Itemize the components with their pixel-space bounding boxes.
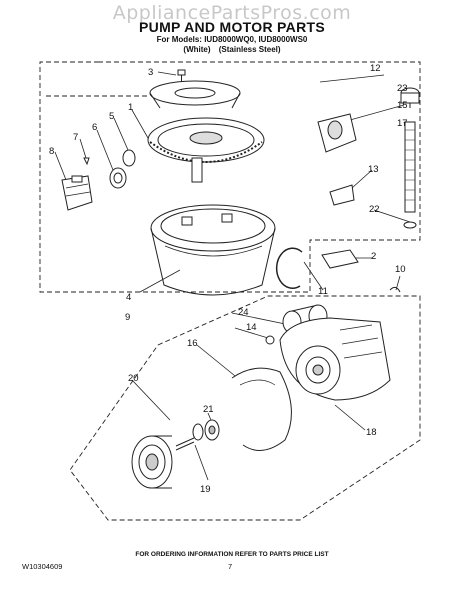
callout-labels: 3 1 5 6 7 8 12 23 15 17 13 22 2 10 11 4 …	[49, 63, 408, 495]
callout-9: 9	[125, 312, 130, 323]
callout-18: 18	[366, 427, 377, 438]
callout-12: 12	[370, 63, 381, 74]
part-hose	[404, 121, 416, 213]
callout-11: 11	[318, 286, 328, 297]
callout-7: 7	[73, 132, 78, 143]
part-bracket	[329, 184, 355, 206]
page-title: PUMP AND MOTOR PARTS	[139, 19, 325, 35]
callout-10: 10	[395, 264, 406, 275]
part-snap-ring	[275, 247, 303, 289]
part-shaft	[175, 437, 195, 451]
part-seal-assembly	[192, 419, 220, 441]
part-drain-pump	[317, 113, 357, 153]
part-sensor	[400, 87, 420, 108]
assembly-outlines	[39, 61, 421, 521]
callout-5: 5	[109, 111, 114, 122]
models-line: For Models: IUD8000WQ0, IUD8000WS0	[156, 35, 308, 44]
callout-23: 23	[397, 83, 408, 94]
part-screw	[177, 69, 186, 82]
variant-white: (White)	[183, 45, 211, 54]
callout-17: 17	[397, 118, 408, 129]
part-hose-clamp	[403, 221, 417, 229]
part-motor	[279, 317, 391, 401]
callout-16: 16	[187, 338, 198, 349]
callout-8: 8	[49, 146, 54, 157]
callout-13: 13	[368, 164, 379, 175]
callout-4: 4	[126, 292, 131, 303]
callout-20: 20	[128, 373, 139, 384]
part-pump-housing	[150, 204, 276, 296]
variant-stainless: (Stainless Steel)	[218, 45, 281, 54]
callout-15: 15	[397, 100, 408, 111]
callout-3: 3	[148, 67, 153, 78]
part-impeller	[131, 435, 173, 489]
document-number: W10304609	[22, 562, 63, 571]
callout-22: 22	[369, 204, 380, 215]
page-number: 7	[228, 562, 233, 571]
callout-2: 2	[371, 251, 376, 262]
part-cover-plate	[321, 249, 359, 269]
callout-19: 19	[200, 484, 211, 495]
callout-24: 24	[238, 307, 249, 318]
callout-21: 21	[203, 404, 214, 415]
watermark: AppliancePartsPros.com	[112, 2, 352, 24]
callout-1: 1	[128, 102, 133, 113]
variants-line: (White) (Stainless Steel)	[0, 45, 464, 54]
callout-14: 14	[246, 322, 257, 333]
part-filter-housing	[147, 80, 265, 183]
callout-6: 6	[92, 122, 97, 133]
part-seal-small	[83, 149, 136, 189]
part-nut	[265, 335, 275, 345]
footer-note: FOR ORDERING INFORMATION REFER TO PARTS …	[135, 551, 329, 558]
part-volute	[231, 367, 292, 451]
part-clip	[389, 286, 401, 293]
part-diverter-motor	[61, 175, 93, 211]
